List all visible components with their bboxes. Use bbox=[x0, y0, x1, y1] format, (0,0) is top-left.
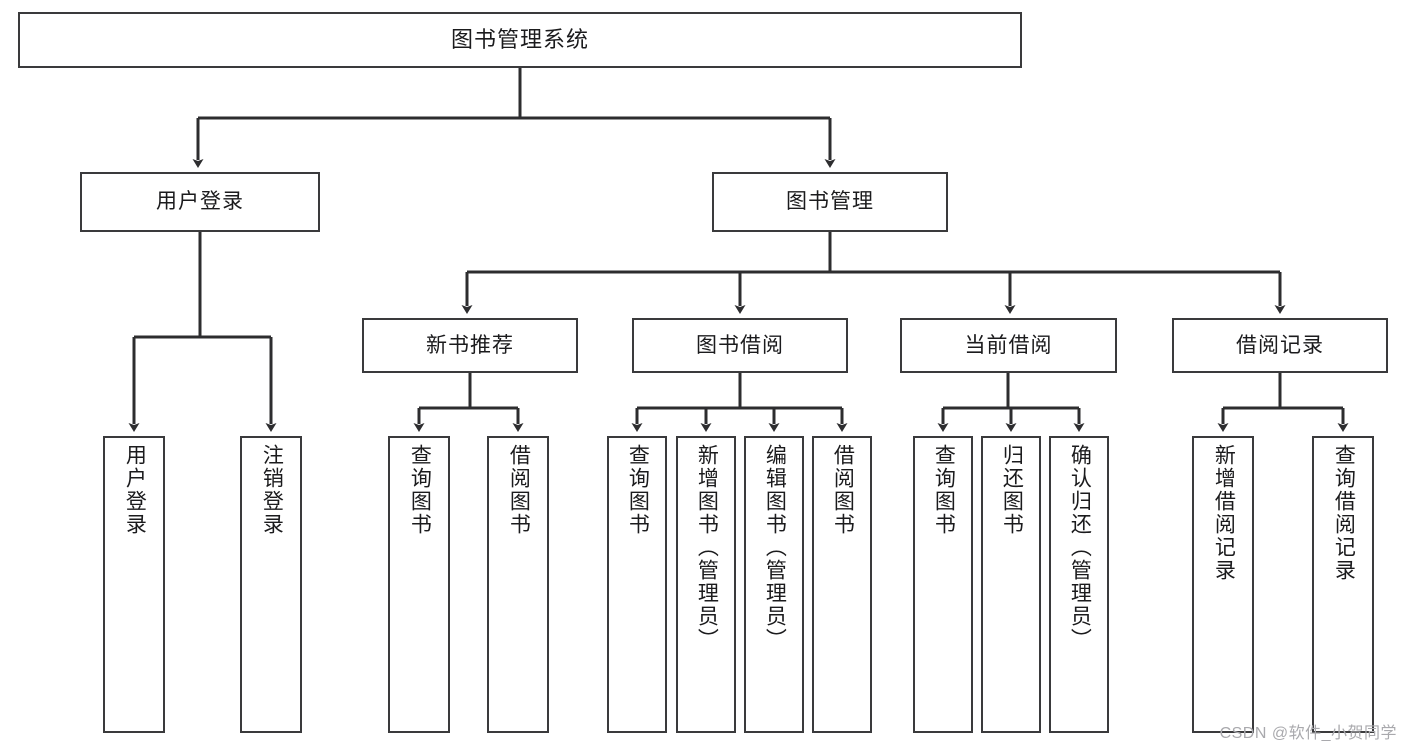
leaf-query-book-borrow[interactable]: 查询图书 bbox=[607, 436, 667, 733]
leaf-query-book-current[interactable]: 查询图书 bbox=[913, 436, 973, 733]
leaf-edit-book-admin-label: 编辑图书（管理员） bbox=[763, 444, 787, 651]
leaf-return-book-label: 归还图书 bbox=[1000, 444, 1024, 536]
node-book-management[interactable]: 图书管理 bbox=[712, 172, 948, 232]
node-user-login-label: 用户登录 bbox=[156, 190, 244, 214]
node-book-management-label: 图书管理 bbox=[786, 190, 874, 214]
node-current-borrow[interactable]: 当前借阅 bbox=[900, 318, 1117, 373]
node-root[interactable]: 图书管理系统 bbox=[18, 12, 1022, 68]
node-root-label: 图书管理系统 bbox=[450, 26, 589, 52]
node-book-borrow-label: 图书借阅 bbox=[696, 333, 784, 357]
node-new-book-recommend[interactable]: 新书推荐 bbox=[362, 318, 578, 373]
leaf-edit-book-admin[interactable]: 编辑图书（管理员） bbox=[744, 436, 804, 733]
csdn-watermark: CSDN @软件_小贺同学 bbox=[1219, 725, 1397, 742]
node-borrow-records[interactable]: 借阅记录 bbox=[1172, 318, 1388, 373]
leaf-logout[interactable]: 注销登录 bbox=[240, 436, 302, 733]
leaf-user-login-label: 用户登录 bbox=[123, 444, 147, 536]
leaf-confirm-return-admin-label: 确认归还（管理员） bbox=[1068, 444, 1092, 651]
node-user-login[interactable]: 用户登录 bbox=[80, 172, 320, 232]
leaf-borrow-book-new[interactable]: 借阅图书 bbox=[487, 436, 549, 733]
leaf-return-book[interactable]: 归还图书 bbox=[981, 436, 1041, 733]
leaf-add-book-admin-label: 新增图书（管理员） bbox=[695, 444, 719, 651]
leaf-user-login[interactable]: 用户登录 bbox=[103, 436, 165, 733]
leaf-logout-label: 注销登录 bbox=[260, 444, 284, 536]
leaf-add-borrow-record-label: 新增借阅记录 bbox=[1212, 444, 1236, 582]
node-book-borrow[interactable]: 图书借阅 bbox=[632, 318, 848, 373]
leaf-query-book-new-label: 查询图书 bbox=[408, 444, 432, 536]
leaf-query-book-new[interactable]: 查询图书 bbox=[388, 436, 450, 733]
leaf-confirm-return-admin[interactable]: 确认归还（管理员） bbox=[1049, 436, 1109, 733]
node-new-book-recommend-label: 新书推荐 bbox=[426, 333, 514, 357]
leaf-query-borrow-record[interactable]: 查询借阅记录 bbox=[1312, 436, 1374, 733]
leaf-borrow-book[interactable]: 借阅图书 bbox=[812, 436, 872, 733]
node-current-borrow-label: 当前借阅 bbox=[964, 333, 1053, 357]
leaf-query-borrow-record-label: 查询借阅记录 bbox=[1332, 444, 1356, 582]
leaf-add-book-admin[interactable]: 新增图书（管理员） bbox=[676, 436, 736, 733]
leaf-query-book-borrow-label: 查询图书 bbox=[626, 444, 650, 536]
leaf-add-borrow-record[interactable]: 新增借阅记录 bbox=[1192, 436, 1254, 733]
leaf-borrow-book-new-label: 借阅图书 bbox=[507, 444, 531, 536]
node-borrow-records-label: 借阅记录 bbox=[1236, 333, 1324, 357]
leaf-query-book-current-label: 查询图书 bbox=[932, 444, 956, 536]
leaf-borrow-book-label: 借阅图书 bbox=[831, 444, 855, 536]
